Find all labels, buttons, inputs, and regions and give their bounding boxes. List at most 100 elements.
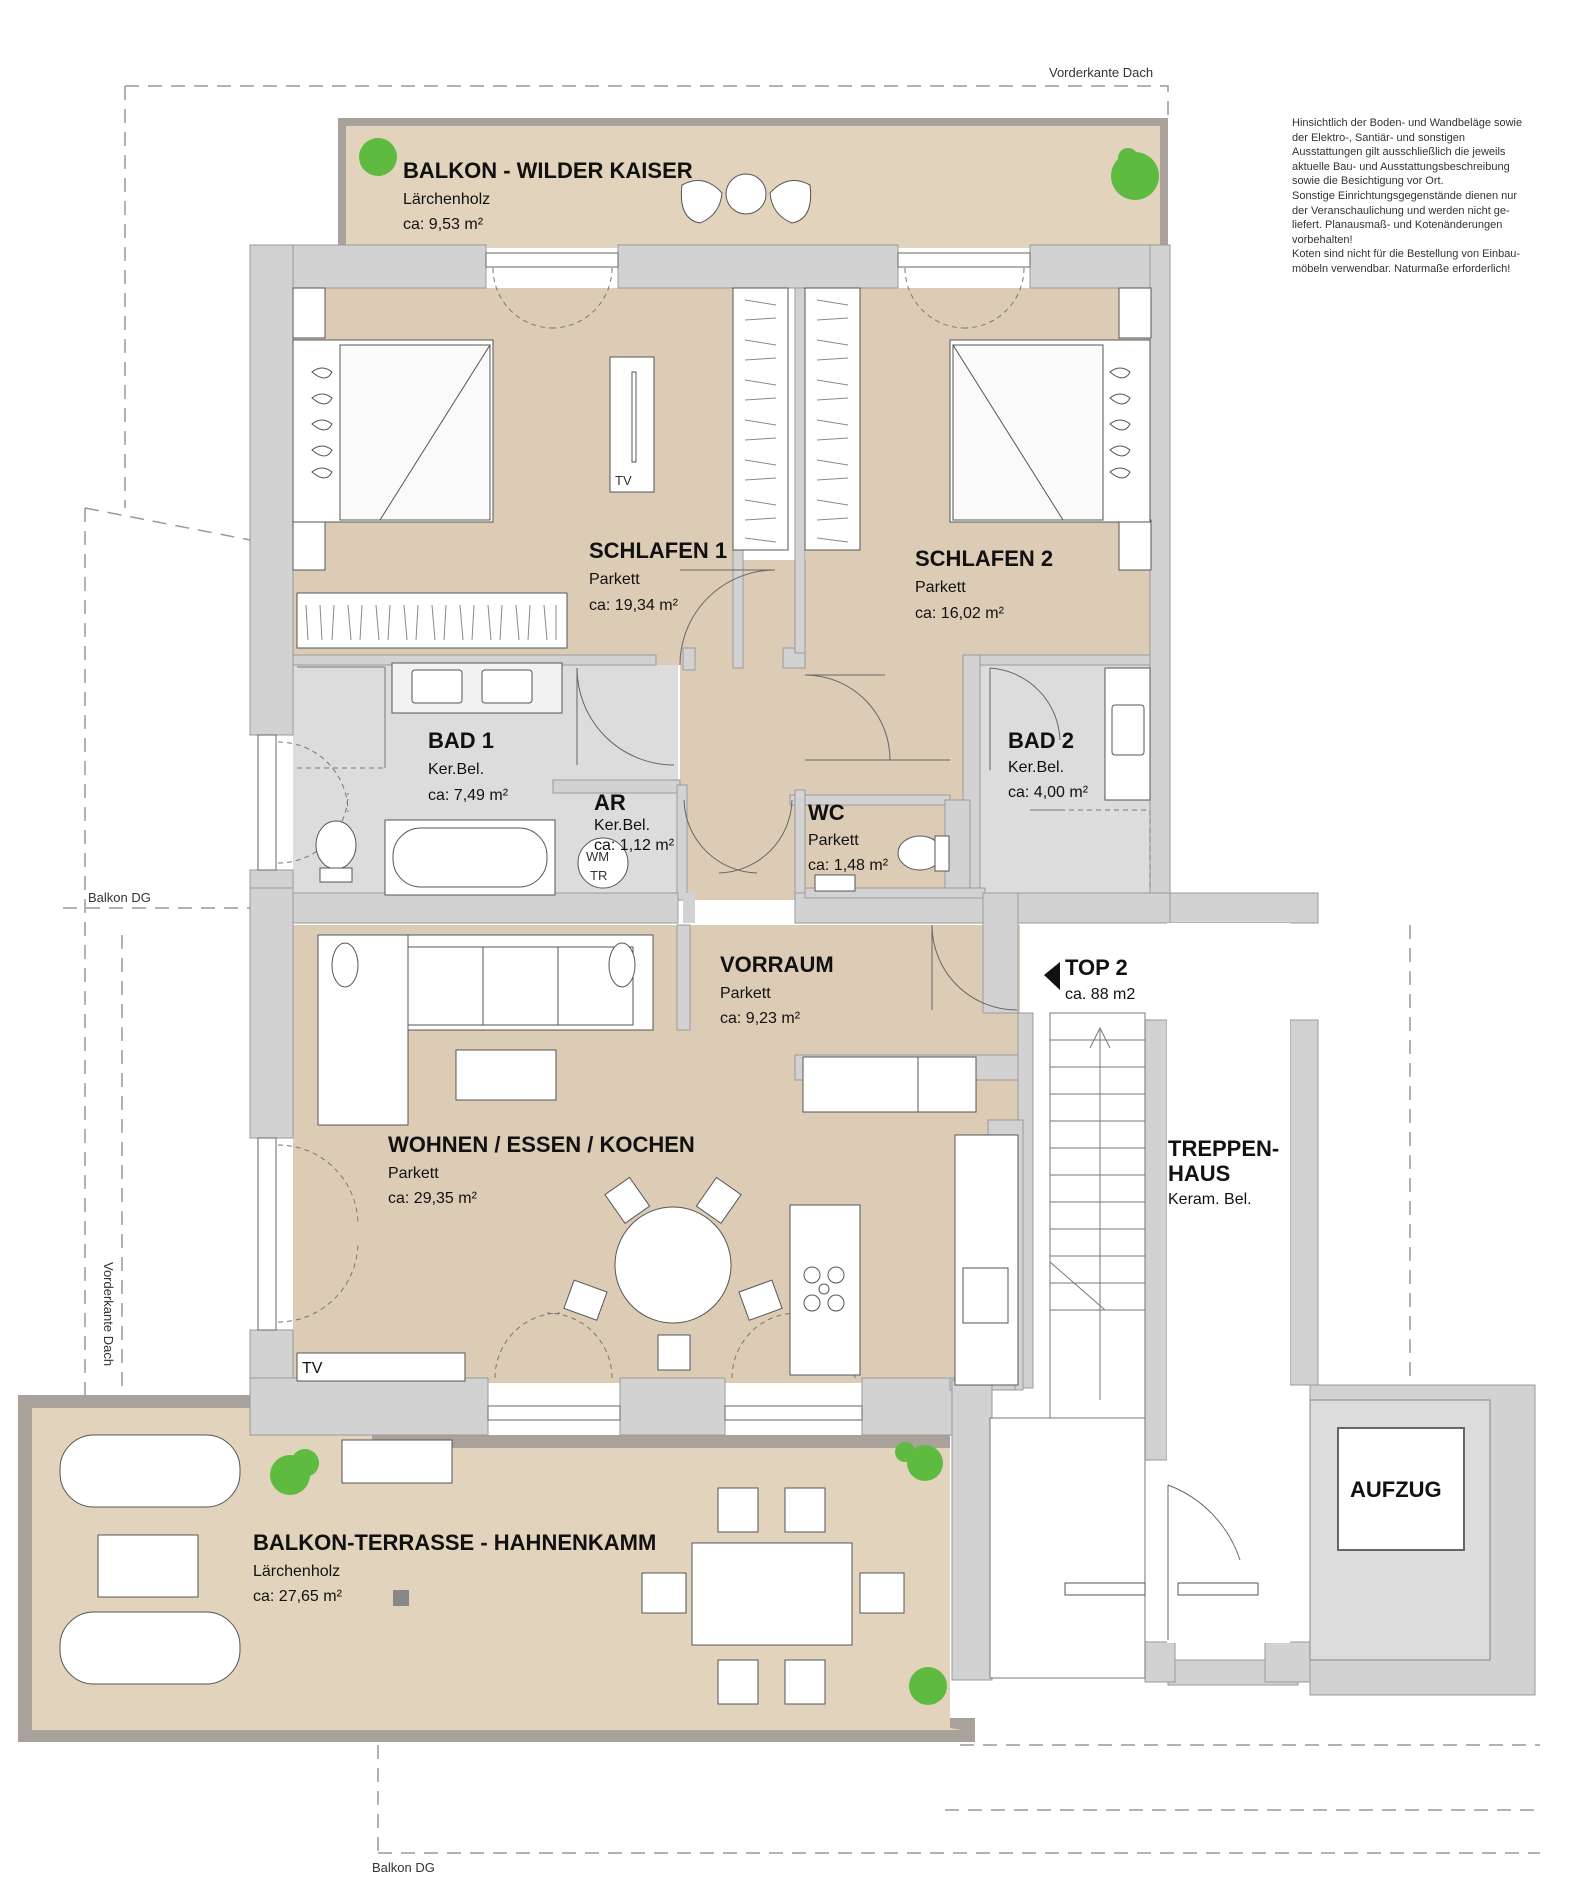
disclaimer-line: möbeln verwendbar. Naturmaße erforderlic… (1292, 262, 1511, 275)
kitchen-island (789, 1204, 861, 1376)
room-name: WC (808, 800, 845, 825)
room-area: ca: 1,12 m² (594, 837, 675, 854)
label-schlafen-2: SCHLAFEN 2 Parkett ca: 16,02 m² (915, 546, 1053, 622)
room-name-line-1: TREPPEN- (1168, 1136, 1279, 1161)
room-name: BALKON - WILDER KAISER (403, 158, 693, 183)
label-balkon-wilder-kaiser: BALKON - WILDER KAISER Lärchenholz ca: 9… (403, 158, 693, 233)
drain-icon (393, 1590, 409, 1606)
label-aufzug: AUFZUG (1350, 1477, 1442, 1502)
room-area: ca: 1,48 m² (808, 857, 889, 874)
balcony-top-furniture (680, 173, 812, 224)
kitchen-counter (954, 1134, 1019, 1386)
room-floor: Ker.Bel. (1008, 759, 1064, 776)
room-name-line-2: HAUS (1168, 1161, 1230, 1186)
room-name: VORRAUM (720, 952, 834, 977)
unit-arrow-icon (1044, 962, 1060, 990)
room-floor: Parkett (589, 571, 640, 588)
terrace-furniture (59, 1434, 905, 1705)
room-name: SCHLAFEN 1 (589, 538, 727, 563)
roof-outline-lines (63, 85, 1540, 1854)
dining-table (563, 1176, 783, 1371)
label-ar: AR Ker.Bel. ca: 1,12 m² (594, 790, 675, 854)
roof-edge-label-left: Vorderkante Dach (101, 1262, 116, 1366)
wardrobe-schlafen-1 (296, 592, 568, 649)
label-wohnen-essen-kochen: WOHNEN / ESSEN / KOCHEN Parkett ca: 29,3… (388, 1132, 695, 1207)
floor-vorraum (690, 925, 1020, 1025)
balcony-edge-label-bottom: Balkon DG (372, 1860, 435, 1875)
disclaimer-line: Koten sind nicht für die Bestellung von … (1292, 248, 1521, 261)
disclaimer-line: der Veranschaulichung und werden nicht g… (1292, 204, 1510, 217)
disclaimer-line: Ausstattungen gilt ausschließlich die je… (1292, 146, 1506, 159)
label-schlafen-1: SCHLAFEN 1 Parkett ca: 19,34 m² (589, 538, 727, 614)
room-floor: Ker.Bel. (428, 761, 484, 778)
balcony-edge-label-left: Balkon DG (88, 890, 151, 905)
wc-fixtures (805, 759, 950, 892)
room-name: BAD 2 (1008, 728, 1074, 753)
elevator-cab (1337, 1427, 1465, 1551)
stair-flight (1049, 1012, 1146, 1424)
stairwell-door (1167, 1484, 1241, 1640)
bed-schlafen-1 (292, 287, 494, 571)
room-area: ca: 9,23 m² (720, 1010, 801, 1027)
disclaimer-line: der Elektro-, Santiär- und sonstigen (1292, 131, 1466, 144)
label-top-2: TOP 2 ca. 88 m2 (1065, 955, 1135, 1003)
windows (257, 252, 1031, 1421)
room-floor: Parkett (808, 832, 859, 849)
stairwell-corridor (1167, 923, 1290, 1643)
wardrobes-center (732, 287, 861, 551)
stair-treads (1049, 1026, 1145, 1400)
vorraum-fixtures (802, 1056, 977, 1113)
room-area: ca: 4,00 m² (1008, 784, 1089, 801)
stair-landing (989, 1417, 1146, 1679)
coffee-table (455, 1049, 557, 1101)
sofa (317, 934, 654, 1126)
room-area: ca: 16,02 m² (915, 605, 1005, 622)
room-floor: Lärchenholz (253, 1563, 340, 1580)
unit-name: TOP 2 (1065, 955, 1128, 980)
disclaimer-line: Hinsichtlich der Boden- und Wandbeläge s… (1292, 117, 1523, 129)
bad-2-fixtures (1030, 667, 1151, 890)
plant-icon (270, 138, 1159, 1705)
room-name: BAD 1 (428, 728, 494, 753)
label-balkon-terrasse: BALKON-TERRASSE - HAHNENKAMM Lärchenholz… (253, 1530, 656, 1605)
bad-1-fixtures (297, 662, 563, 896)
disclaimer-line: aktuelle Bau- und Ausstattungsbeschreibu… (1292, 160, 1510, 173)
room-area: ca: 29,35 m² (388, 1190, 478, 1207)
tr-label: TR (590, 868, 607, 883)
interior-door-swings (576, 569, 1061, 1011)
label-bad-1: BAD 1 Ker.Bel. ca: 7,49 m² (428, 728, 509, 804)
plan-disclaimer: Hinsichtlich der Boden- und Wandbeläge s… (1292, 116, 1567, 277)
unit-area: ca. 88 m2 (1065, 986, 1135, 1003)
disclaimer-line: liefert. Planausmaß- und Kotenänderungen (1292, 219, 1503, 232)
tv-label-schlafen-1: TV (615, 473, 632, 488)
label-bad-2: BAD 2 Ker.Bel. ca: 4,00 m² (1008, 728, 1089, 801)
room-name: AR (594, 790, 626, 815)
room-area: ca: 7,49 m² (428, 787, 509, 804)
room-floor: Parkett (720, 985, 771, 1002)
room-area: ca: 9,53 m² (403, 216, 484, 233)
room-floor: Lärchenholz (403, 191, 490, 208)
floor-ar (565, 793, 680, 898)
label-wc: WC Parkett ca: 1,48 m² (808, 800, 889, 874)
label-treppenhaus: TREPPEN- HAUS Keram. Bel. (1168, 1136, 1279, 1208)
tv-sideboard (296, 1352, 466, 1382)
room-name: BALKON-TERRASSE - HAHNENKAMM (253, 1530, 656, 1555)
room-floor: Ker.Bel. (594, 817, 650, 834)
room-floor: Parkett (388, 1165, 439, 1182)
label-vorraum: VORRAUM Parkett ca: 9,23 m² (720, 952, 834, 1027)
room-area: ca: 19,34 m² (589, 597, 679, 614)
room-floor: Keram. Bel. (1168, 1191, 1252, 1208)
bed-schlafen-2 (949, 287, 1152, 571)
room-floor: Parkett (915, 579, 966, 596)
stair-sill-1 (1064, 1582, 1146, 1596)
disclaimer-line: Sonstige Einrichtungsgegenstände dienen … (1292, 189, 1518, 202)
wm-label: WM (586, 849, 609, 864)
roof-edge-label-top: Vorderkante Dach (1049, 65, 1153, 80)
room-area: ca: 27,65 m² (253, 1588, 343, 1605)
stair-sill-2 (1177, 1582, 1259, 1596)
room-name: SCHLAFEN 2 (915, 546, 1053, 571)
washing-machine-dryer (577, 837, 629, 889)
disclaimer-line: vorbehalten! (1292, 233, 1353, 246)
tv-stand-schlafen-1 (609, 356, 655, 493)
